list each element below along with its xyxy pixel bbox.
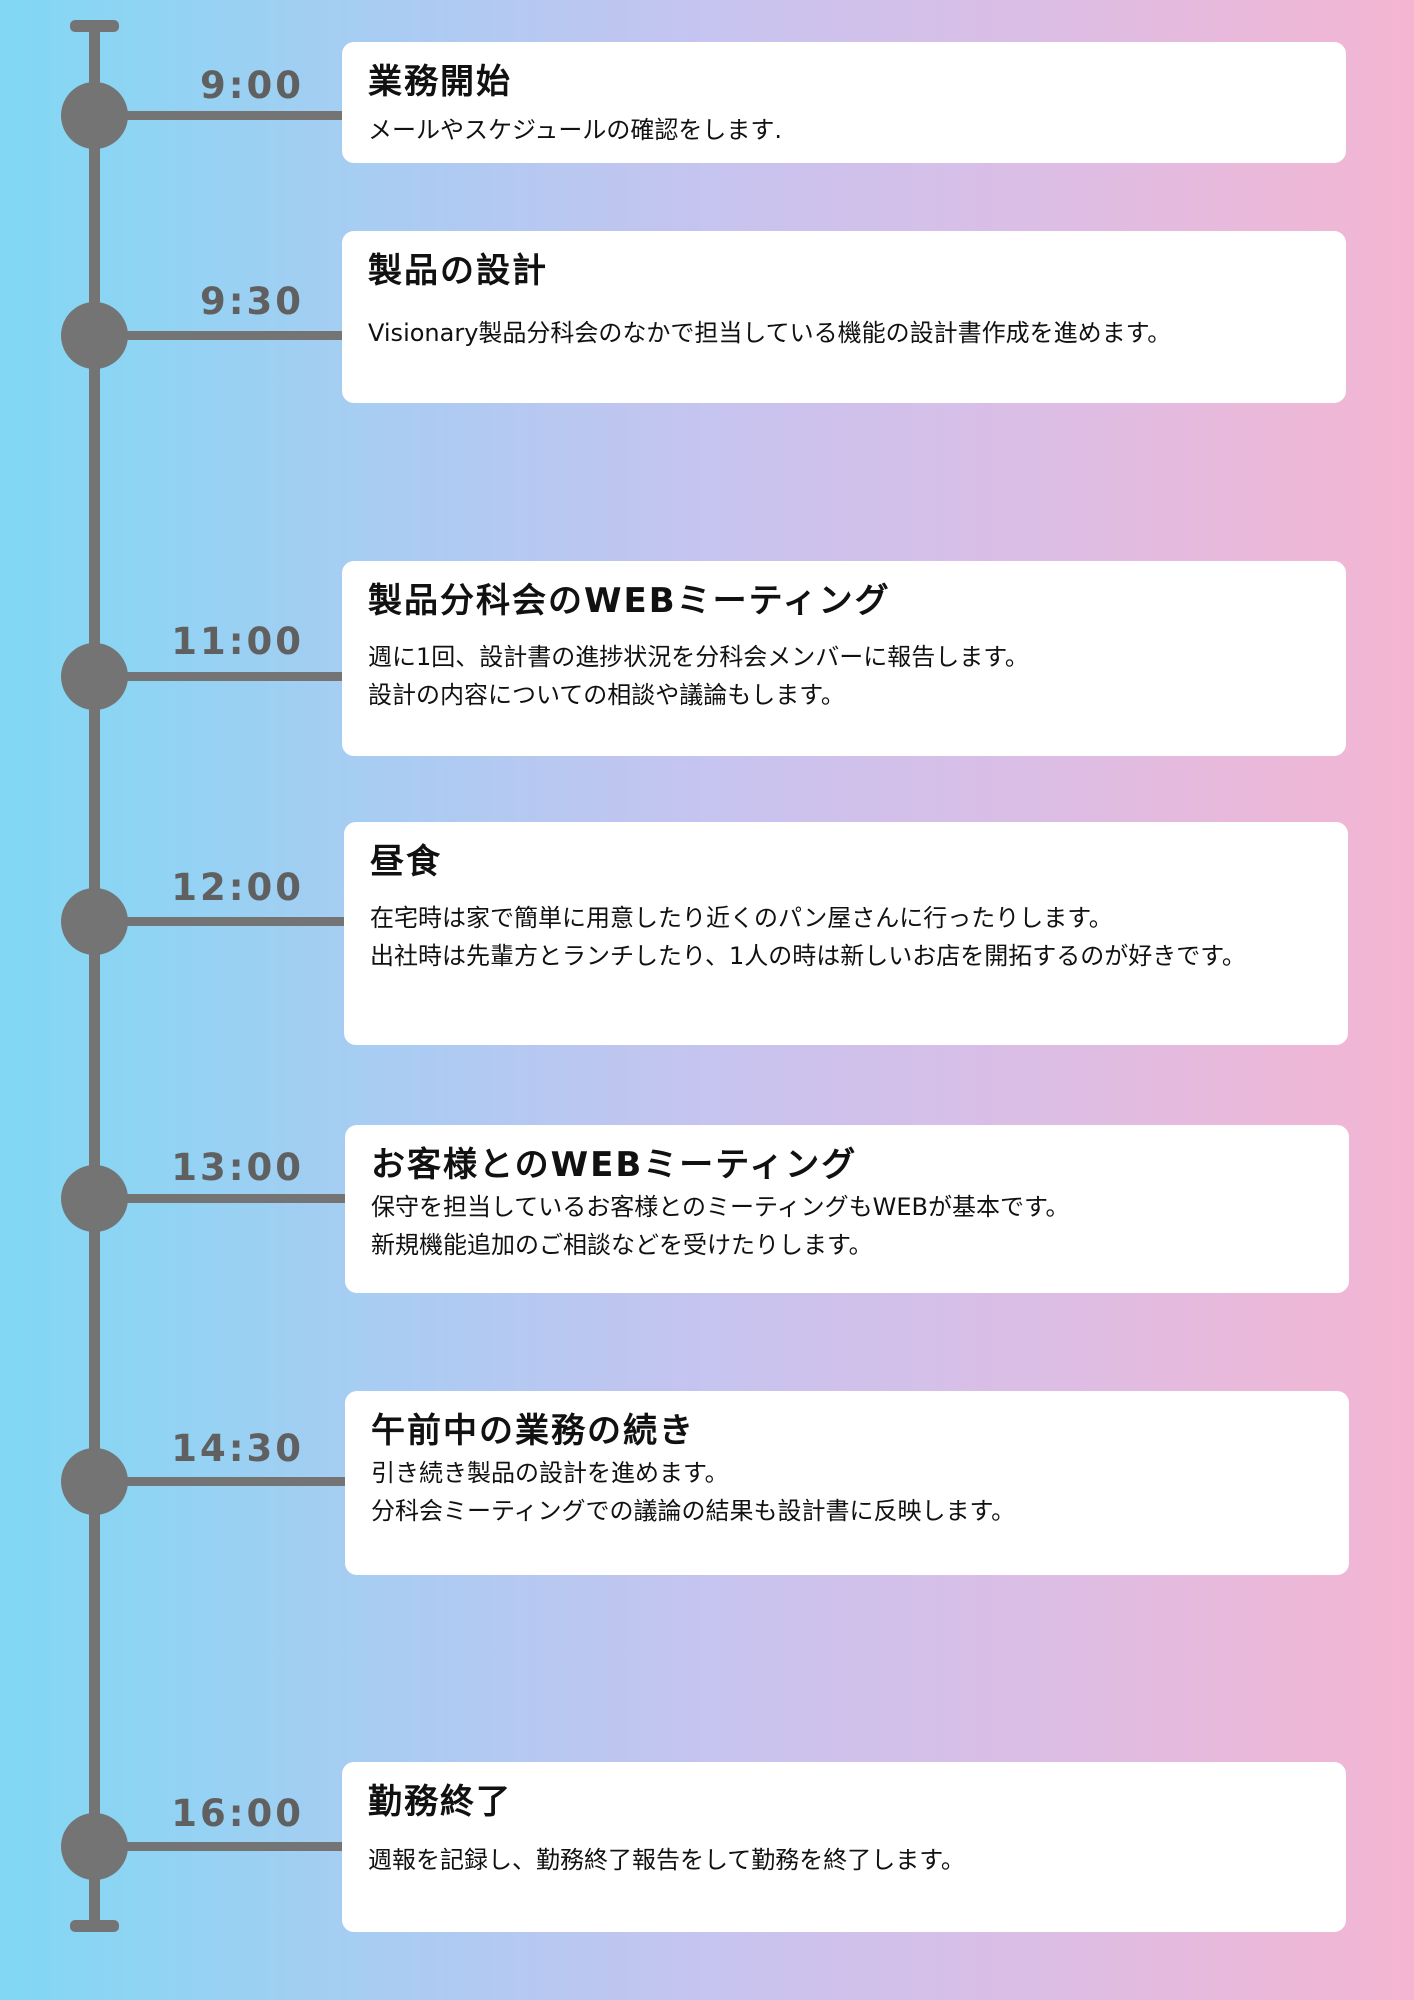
timeline-dot [61,643,128,710]
timeline-dot [61,888,128,955]
event-title: 昼食 [370,842,442,882]
connector [100,111,345,120]
event-description: 週に1回、設計書の進捗状況を分科会メンバーに報告します。 設計の内容についての相… [368,643,1029,709]
time-label: 13:00 [171,1146,304,1189]
event-description: メールやスケジュールの確認をします. [368,116,782,144]
time-label: 9:00 [199,64,304,107]
connector [100,1842,345,1851]
event-description: 保守を担当しているお客様とのミーティングもWEBが基本です。 新規機能追加のご相… [371,1193,1070,1259]
event-title: 業務開始 [368,62,512,102]
timeline-bottom-cap [70,1920,119,1932]
event-description: 週報を記録し、勤務終了報告をして勤務を終了します。 [368,1846,965,1874]
event-card: 昼食 在宅時は家で簡単に用意したり近くのパン屋さんに行ったりします。 出社時は先… [344,822,1348,1045]
event-card: 業務開始 メールやスケジュールの確認をします. [342,42,1346,163]
timeline-dot [61,1813,128,1880]
event-title: お客様とのWEBミーティング [371,1145,858,1185]
event-card: 製品の設計 Visionary製品分科会のなかで担当している機能の設計書作成を進… [342,231,1346,403]
timeline-dot [61,82,128,149]
time-label: 11:00 [171,620,304,663]
event-card: お客様とのWEBミーティング 保守を担当しているお客様とのミーティングもWEBが… [345,1125,1349,1293]
time-label: 9:30 [199,280,304,323]
event-description: Visionary製品分科会のなかで担当している機能の設計書作成を進めます。 [368,319,1172,347]
timeline-top-cap [70,20,119,32]
timeline-dot [61,1165,128,1232]
connector [100,1477,345,1486]
timeline-axis [89,26,100,1926]
event-title: 製品分科会のWEBミーティング [368,581,891,621]
timeline-dot [61,302,128,369]
timeline-dot [61,1448,128,1515]
event-description: 引き続き製品の設計を進めます。 分科会ミーティングでの議論の結果も設計書に反映し… [371,1459,1016,1525]
event-title: 勤務終了 [368,1782,512,1822]
event-card: 勤務終了 週報を記録し、勤務終了報告をして勤務を終了します。 [342,1762,1346,1932]
event-card: 午前中の業務の続き 引き続き製品の設計を進めます。 分科会ミーティングでの議論の… [345,1391,1349,1575]
event-description: 在宅時は家で簡単に用意したり近くのパン屋さんに行ったりします。 出社時は先輩方と… [370,904,1246,970]
connector [100,917,345,926]
time-label: 16:00 [171,1792,304,1835]
event-card: 製品分科会のWEBミーティング 週に1回、設計書の進捗状況を分科会メンバーに報告… [342,561,1346,756]
connector [100,331,345,340]
time-label: 12:00 [171,866,304,909]
connector [100,672,345,681]
event-title: 製品の設計 [368,251,548,291]
time-label: 14:30 [171,1427,304,1470]
event-title: 午前中の業務の続き [371,1411,695,1451]
connector [100,1194,345,1203]
